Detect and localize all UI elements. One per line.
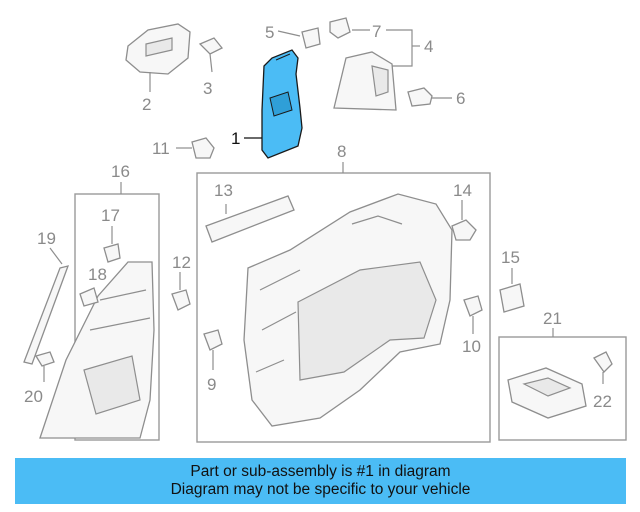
part-11-bolt[interactable] — [176, 137, 215, 159]
group-box-21 — [498, 336, 627, 441]
callout-8: 8 — [337, 142, 346, 161]
banner-line-1: Part or sub-assembly is #1 in diagram — [190, 463, 451, 480]
callout-2: 2 — [142, 95, 151, 114]
callout-4: 4 — [424, 37, 433, 56]
callout-1: 1 — [231, 129, 240, 148]
callout-5: 5 — [265, 23, 274, 42]
part-10-clip[interactable] — [463, 295, 483, 334]
callout-20: 20 — [24, 387, 43, 406]
part-1-pillar-trim[interactable] — [261, 49, 303, 159]
part-5-clip[interactable] — [277, 27, 321, 49]
callout-7: 7 — [372, 22, 381, 41]
callout-14: 14 — [453, 181, 472, 200]
part-18-clip[interactable] — [79, 287, 99, 307]
part-22-bulb[interactable] — [593, 351, 613, 384]
part-4-housing[interactable] — [333, 51, 397, 111]
exploded-parts-diagram: 2 3 5 7 4 6 1 11 — [23, 17, 627, 443]
callout-21: 21 — [543, 309, 562, 328]
part-16-lower-trim[interactable] — [39, 261, 155, 439]
callout-15: 15 — [501, 248, 520, 267]
part-8-quarter-panel[interactable] — [243, 193, 453, 427]
part-2-bracket[interactable] — [125, 23, 191, 92]
part-3-bolt[interactable] — [198, 37, 224, 73]
part-13-strip[interactable] — [205, 195, 295, 243]
part-21-lamp[interactable] — [507, 367, 587, 419]
callout-6: 6 — [456, 89, 465, 108]
info-banner: Part or sub-assembly is #1 in diagram Di… — [15, 458, 626, 504]
part-20-bolt[interactable] — [35, 351, 55, 382]
callout-17: 17 — [101, 206, 120, 225]
callout-16: 16 — [111, 162, 130, 181]
part-15-latch[interactable] — [499, 268, 525, 313]
callout-10: 10 — [462, 337, 481, 356]
callout-4-bracket — [386, 29, 413, 67]
part-12-clip[interactable] — [171, 272, 191, 311]
callout-12: 12 — [172, 253, 191, 272]
part-14-cover[interactable] — [451, 200, 477, 241]
part-9-clip[interactable] — [203, 329, 223, 370]
part-7-clip[interactable] — [329, 17, 370, 39]
callout-9: 9 — [207, 375, 216, 394]
part-17-clip[interactable] — [103, 226, 121, 263]
callout-19: 19 — [37, 229, 56, 248]
part-6-bolt[interactable] — [407, 87, 452, 107]
callout-18: 18 — [88, 265, 107, 284]
group-box-16 — [74, 193, 160, 441]
callout-3: 3 — [203, 79, 212, 98]
callout-13: 13 — [214, 181, 233, 200]
banner-line-2: Diagram may not be specific to your vehi… — [170, 481, 471, 498]
callout-11: 11 — [152, 139, 170, 158]
part-19-strip[interactable] — [23, 247, 70, 365]
callout-22: 22 — [593, 392, 612, 411]
